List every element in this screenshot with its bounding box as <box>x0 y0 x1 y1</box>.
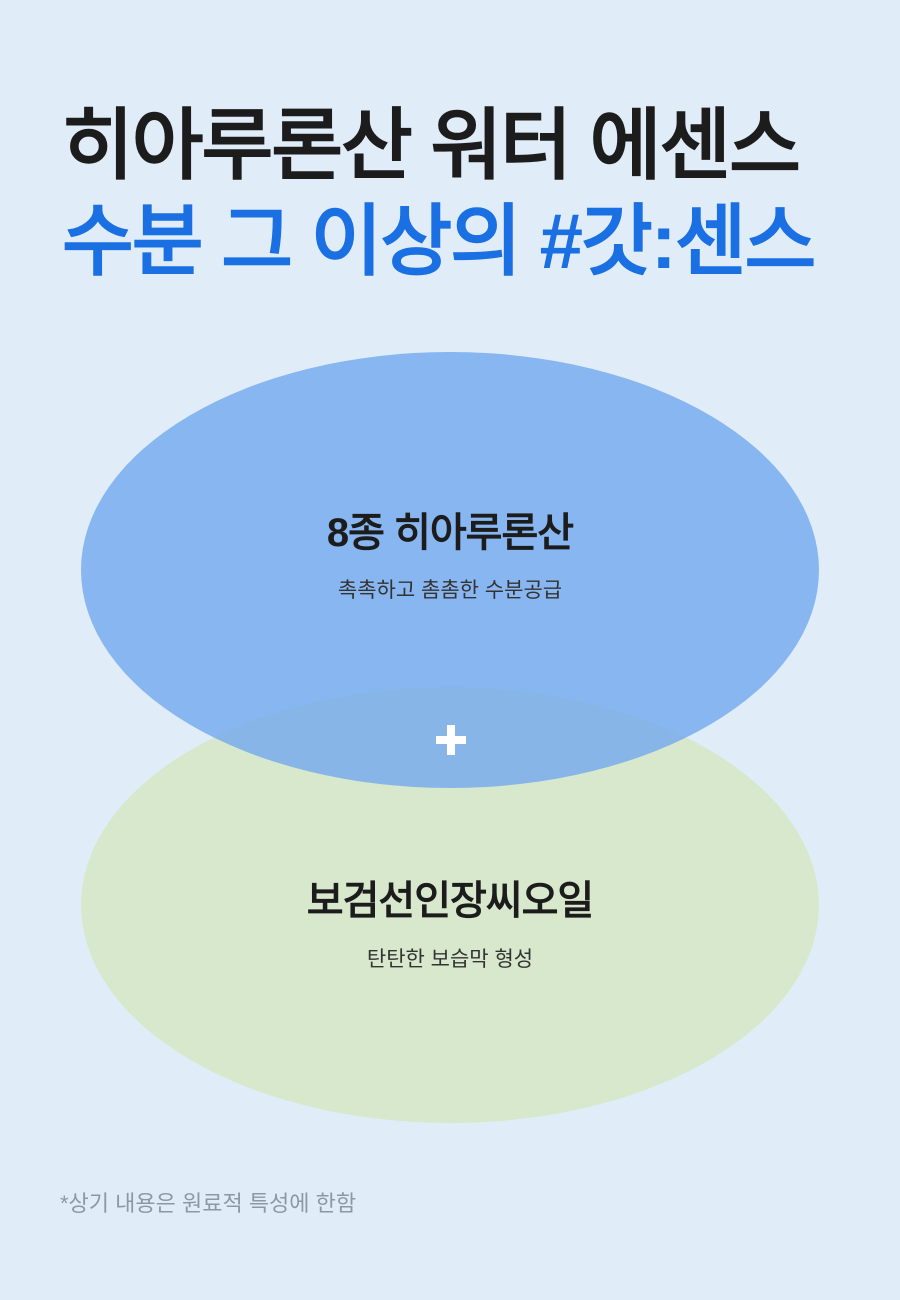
ingredient-2-subtitle: 탄탄한 보습막 형성 <box>366 948 534 971</box>
ingredient-1-subtitle: 촉촉하고 촘촘한 수분공급 <box>337 579 563 602</box>
headline-product-name: 히아루론산 워터 에센스 <box>62 101 801 189</box>
headline-tagline: 수분 그 이상의 #갓:센스 <box>62 197 816 285</box>
ingredient-1-title: 8종 히아루론산 <box>326 511 574 555</box>
plus-icon <box>436 725 466 755</box>
footnote: *상기 내용은 원료적 특성에 한함 <box>60 1191 357 1216</box>
hyaluronic-circle-top <box>81 352 819 788</box>
hyaluronic-circle-bottom <box>81 687 819 1123</box>
ingredient-2-title: 보검선인장씨오일 <box>306 879 594 923</box>
